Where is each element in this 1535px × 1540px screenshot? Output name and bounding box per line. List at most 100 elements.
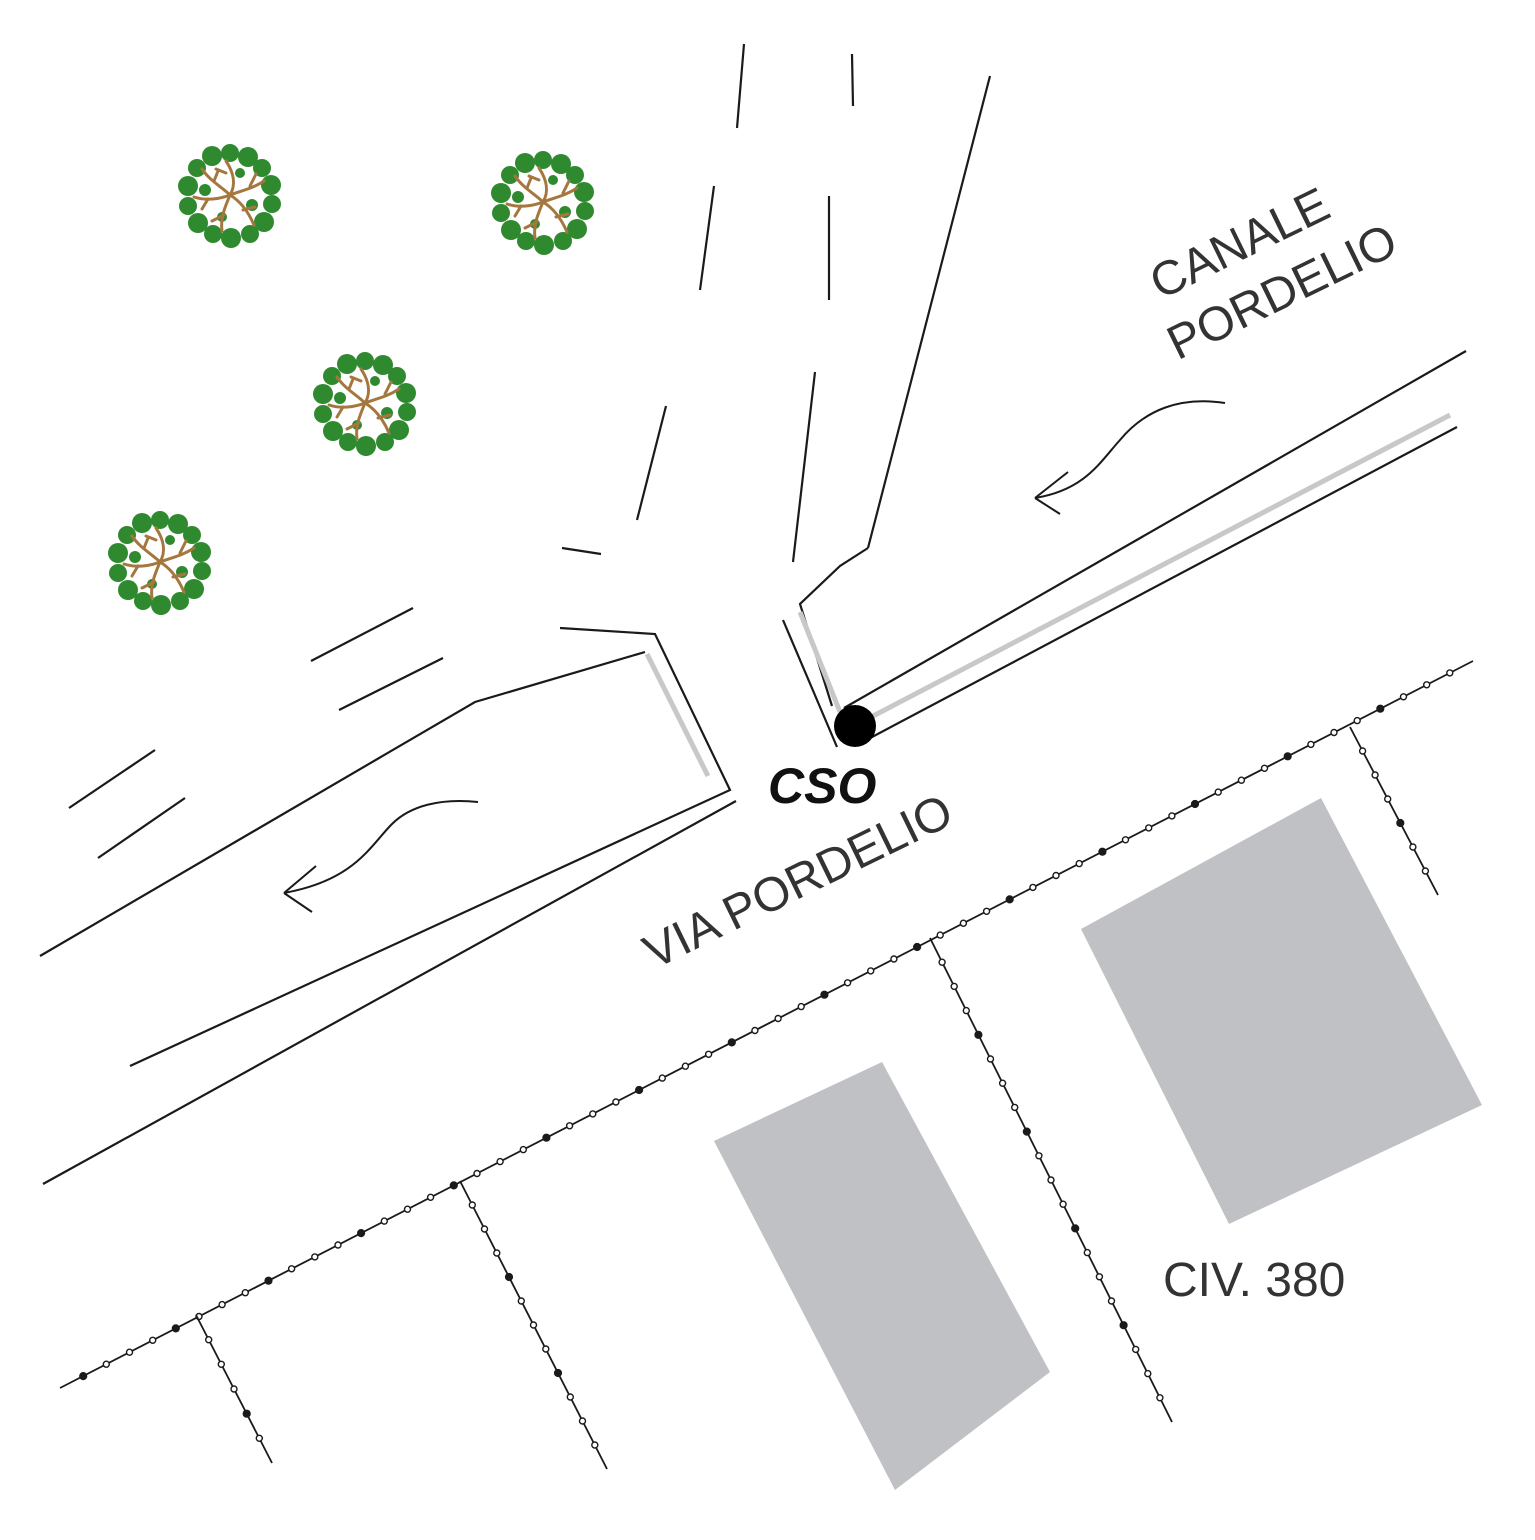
fence-marker: [820, 990, 829, 999]
buildings: [714, 798, 1482, 1490]
outfall-point-icon: [834, 705, 876, 747]
fence-marker: [403, 1205, 412, 1213]
fence-marker: [727, 1038, 736, 1047]
fence-marker: [1059, 1200, 1067, 1208]
fence-marker: [125, 1348, 134, 1356]
fence-marker: [591, 1441, 599, 1449]
fence-marker: [751, 1026, 759, 1035]
fence-marker: [357, 1228, 366, 1238]
fence-marker: [1119, 1321, 1128, 1330]
fence-marker: [473, 1169, 481, 1178]
fence-marker: [1052, 871, 1060, 880]
fence-marker: [1353, 716, 1361, 725]
fence-marker: [1214, 788, 1222, 796]
fence-marker: [311, 1253, 319, 1261]
fence-marker: [217, 1360, 226, 1369]
fence-line: [59, 660, 1474, 1389]
fence-marker: [1005, 895, 1014, 904]
fence-marker: [1446, 669, 1454, 677]
fence-marker: [79, 1371, 88, 1381]
fence-marker: [1098, 847, 1107, 856]
fence-marker: [867, 967, 875, 975]
fence-marker: [218, 1300, 226, 1309]
flow-arrow-icon: [1034, 400, 1226, 515]
fence-marker: [1409, 843, 1417, 851]
building: [1081, 798, 1482, 1224]
fence-line: [1349, 726, 1439, 896]
fence-marker: [449, 1181, 458, 1190]
fence-marker: [912, 942, 922, 952]
fence-marker: [1358, 747, 1367, 755]
fence-marker: [612, 1098, 620, 1106]
cso-label: CSO: [768, 758, 876, 814]
fence-marker: [493, 1249, 501, 1257]
fence-marker: [496, 1157, 504, 1166]
fence-marker: [468, 1201, 476, 1209]
fence-marker: [1283, 752, 1292, 761]
fence-marker: [938, 958, 946, 966]
fence-marker: [634, 1085, 644, 1095]
fence-marker: [986, 1055, 995, 1063]
fence-marker: [936, 931, 944, 939]
fence-marker: [171, 1324, 180, 1333]
fence-marker: [102, 1360, 111, 1368]
fence-marker: [774, 1014, 782, 1023]
fence-marker: [950, 982, 958, 991]
fence-marker: [565, 1122, 574, 1130]
fence-marker: [589, 1110, 597, 1118]
fence-marker: [1083, 1248, 1092, 1257]
fence-marker: [542, 1133, 551, 1142]
canal-name-label: CANALE PORDELIO: [1142, 178, 1405, 370]
fence-marker: [704, 1050, 713, 1059]
fence-marker: [287, 1265, 296, 1273]
fence-marker: [1330, 728, 1338, 737]
fence-marker: [1260, 764, 1269, 772]
fence-marker: [1144, 824, 1153, 832]
fence-marker: [797, 1002, 805, 1011]
fence-marker: [1237, 776, 1246, 784]
fence-marker: [1071, 1224, 1080, 1233]
fence-marker: [230, 1385, 238, 1393]
fence-marker: [566, 1393, 574, 1401]
tree-icon: [106, 509, 213, 617]
fence-marker: [264, 1276, 273, 1285]
fence-marker: [982, 907, 991, 915]
fence-marker: [1396, 818, 1405, 828]
flow-arrow-icon: [283, 800, 479, 913]
fence-marker: [426, 1193, 435, 1202]
fence-marker: [1383, 795, 1392, 803]
fence-marker: [843, 979, 852, 987]
fence-marker: [519, 1145, 527, 1154]
fence-marker: [1144, 1369, 1152, 1378]
fence-marker: [517, 1297, 525, 1305]
fence-marker: [1075, 859, 1083, 868]
fence-marker: [974, 1030, 983, 1039]
fence-marker: [1371, 771, 1379, 779]
fence-marker: [380, 1217, 388, 1225]
building: [714, 1062, 1050, 1490]
civic-number-label: CIV. 380: [1163, 1254, 1345, 1307]
fence-marker: [1047, 1176, 1055, 1184]
fence-marker: [578, 1417, 587, 1425]
fence-marker: [241, 1288, 250, 1297]
fence-marker: [529, 1321, 538, 1329]
fence-marker: [1107, 1297, 1116, 1305]
fence-marker: [480, 1225, 489, 1233]
fence-marker: [1307, 740, 1315, 749]
fence-marker: [1376, 704, 1385, 713]
fence-marker: [1121, 836, 1130, 844]
fence-marker: [1421, 867, 1430, 875]
fence-marker: [1029, 883, 1037, 892]
fence-marker: [504, 1272, 514, 1282]
flow-arrows: [283, 400, 1226, 913]
tree-icon: [311, 350, 418, 458]
fence-marker: [1022, 1127, 1031, 1136]
fence-marker: [334, 1241, 342, 1249]
fence-marker: [542, 1345, 550, 1353]
road-lines: [39, 43, 1467, 1185]
fence-marker: [1156, 1394, 1164, 1402]
fence-marker: [1011, 1103, 1019, 1112]
fence-marker: [1131, 1345, 1140, 1354]
fence-marker: [1422, 681, 1431, 689]
